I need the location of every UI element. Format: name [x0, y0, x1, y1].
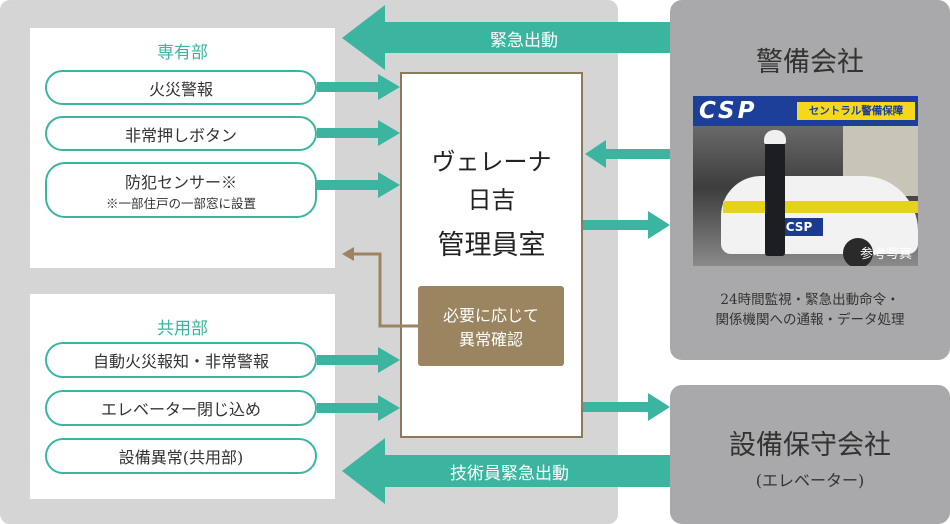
photo-banner-brand: セントラル警備保障 — [797, 102, 915, 120]
car-logo-text: CSP — [785, 220, 813, 234]
management-room-box: ヴェレーナ 日吉 管理員室 — [400, 72, 583, 438]
check-line2: 異常確認 — [458, 330, 523, 349]
room-to-maintenance-arrow — [583, 393, 670, 421]
emergency-dispatch-arrow — [342, 5, 670, 70]
security-company-title: 警備会社 — [756, 47, 864, 78]
equipment-fault-label: 設備異常(共用部) — [118, 448, 244, 467]
fire-report-label: 自動火災報知・非常警報 — [92, 352, 269, 371]
room-name-line3: 管理員室 — [437, 230, 546, 261]
fire-report-arrow — [317, 347, 400, 373]
fire-alarm-label: 火災警報 — [148, 79, 213, 99]
check-box: 必要に応じて 異常確認 — [418, 286, 564, 366]
photo-car — [721, 176, 918, 254]
photo-guard-head — [764, 130, 786, 144]
elevator-trap-label: エレベーター閉じ込め — [100, 400, 261, 419]
elevator-trap-arrow — [317, 395, 400, 421]
photo-caption: 参考写真 — [859, 247, 912, 262]
maintenance-company-title: 設備保守会社 — [729, 430, 891, 461]
emergency-button-arrow — [317, 120, 400, 146]
photo-banner-logo: CSP — [699, 98, 758, 124]
security-desc-line2: 関係機関への通報・データ処理 — [715, 312, 905, 328]
room-to-security-arrow — [583, 211, 670, 239]
security-sensor-item: 防犯センサー※ ※一部住戸の一部窓に設置 — [45, 162, 317, 218]
security-sensor-arrow — [317, 172, 400, 198]
common-section-title: 共用部 — [157, 319, 208, 339]
photo-guard — [765, 136, 785, 256]
maintenance-company-panel: 設備保守会社 (エレベーター) — [670, 385, 950, 524]
check-line1: 必要に応じて — [442, 306, 539, 325]
equipment-fault-item: 設備異常(共用部) — [45, 438, 317, 474]
security-sensor-note: ※一部住戸の一部窓に設置 — [105, 195, 256, 211]
security-photo: CSP CSP セントラル警備保障 参考写真 — [693, 96, 918, 266]
security-to-room-arrow — [585, 140, 670, 168]
security-sensor-label: 防犯センサー※ — [124, 172, 237, 192]
room-name-line1: ヴェレーナ — [431, 148, 552, 176]
verification-arrow-head — [342, 247, 354, 261]
room-name-line2: 日吉 — [467, 186, 516, 214]
security-desc-line1: 24時間監視・緊急出動命令・ — [720, 292, 900, 308]
emergency-button-label: 非常押しボタン — [124, 125, 237, 145]
private-section-title: 専有部 — [157, 43, 208, 63]
fire-alarm-item: 火災警報 — [45, 70, 317, 105]
verification-arrow-line — [352, 252, 418, 328]
fire-alarm-arrow — [317, 74, 400, 100]
emergency-dispatch-label: 緊急出動 — [490, 31, 558, 51]
photo-wheel — [843, 238, 873, 266]
maintenance-company-subtitle: (エレベーター) — [755, 471, 865, 490]
emergency-button-item: 非常押しボタン — [45, 116, 317, 151]
technician-dispatch-arrow — [342, 438, 670, 504]
elevator-trap-item: エレベーター閉じ込め — [45, 390, 317, 426]
technician-dispatch-label: 技術員緊急出動 — [450, 464, 569, 484]
photo-car-logo: CSP — [775, 218, 823, 236]
fire-report-item: 自動火災報知・非常警報 — [45, 342, 317, 378]
